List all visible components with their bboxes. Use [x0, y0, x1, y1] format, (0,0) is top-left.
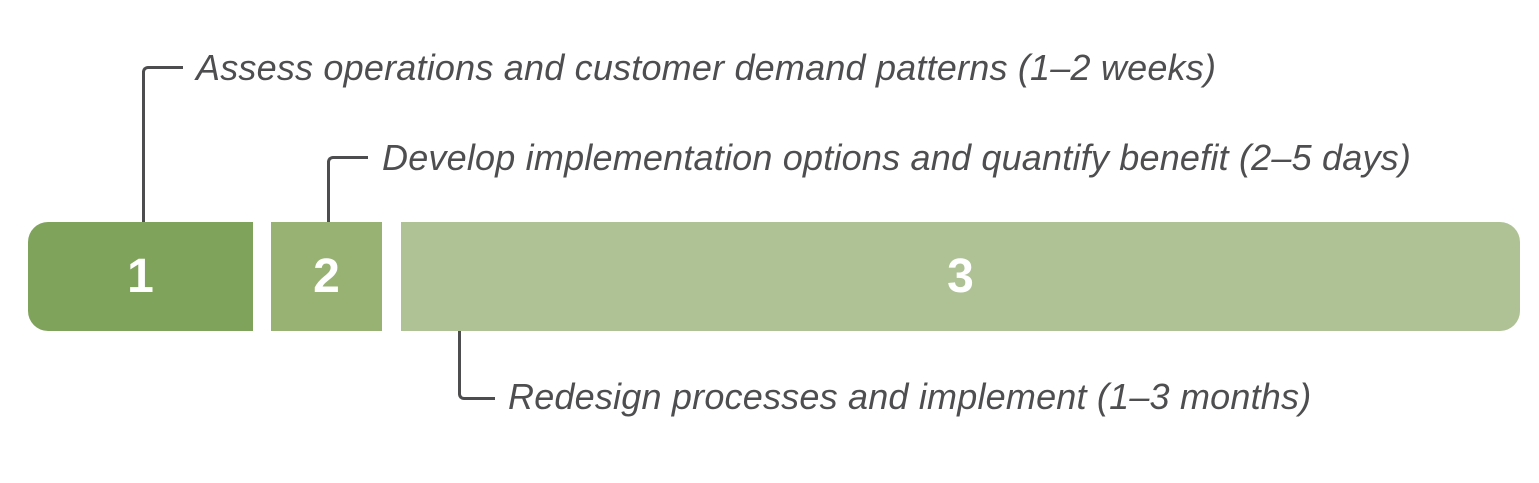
phase-number-3: 3 [947, 249, 974, 303]
connector-phase-1 [142, 66, 183, 225]
annotation-phase-1: Assess operations and customer demand pa… [196, 47, 1217, 88]
annotation-phase-3: Redesign processes and implement (1–3 mo… [508, 376, 1312, 417]
phase-bar-1: 1 [28, 222, 253, 331]
phase-number-2: 2 [313, 249, 340, 303]
connector-phase-2 [327, 156, 368, 225]
annotation-phase-2: Develop implementation options and quant… [382, 137, 1412, 178]
phase-bar-2: 2 [271, 222, 382, 331]
phase-bar-3: 3 [401, 222, 1520, 331]
connector-phase-3 [458, 331, 495, 400]
phase-number-1: 1 [127, 249, 154, 303]
